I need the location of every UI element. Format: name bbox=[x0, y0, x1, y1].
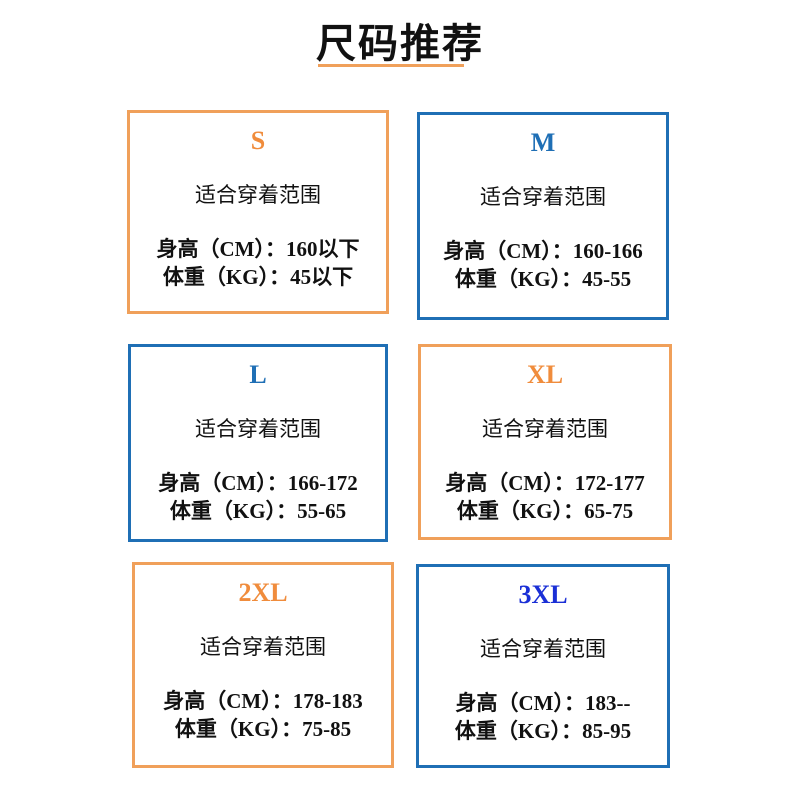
height-range: 身高（CM）：183-- bbox=[455, 691, 631, 715]
size-card-3xl: 3XL 适合穿着范围 身高（CM）：183-- 体重（KG）：85-95 bbox=[416, 564, 670, 768]
size-name: S bbox=[250, 126, 266, 155]
fit-range-caption: 适合穿着范围 bbox=[480, 637, 606, 661]
size-card-l: L 适合穿着范围 身高（CM）：166-172 体重（KG）：55-65 bbox=[128, 344, 388, 542]
weight-range: 体重（KG）：55-65 bbox=[169, 499, 347, 523]
height-range: 身高（CM）：178-183 bbox=[163, 689, 363, 713]
height-range: 身高（CM）：160-166 bbox=[443, 239, 643, 263]
fit-range-caption: 适合穿着范围 bbox=[195, 417, 321, 441]
height-range: 身高（CM）：166-172 bbox=[158, 471, 358, 495]
height-range: 身高（CM）：160以下 bbox=[156, 237, 360, 261]
fit-range-caption: 适合穿着范围 bbox=[200, 635, 326, 659]
size-card-2xl: 2XL 适合穿着范围 身高（CM）：178-183 体重（KG）：75-85 bbox=[132, 562, 394, 768]
size-card-xl: XL 适合穿着范围 身高（CM）：172-177 体重（KG）：65-75 bbox=[418, 344, 672, 540]
size-name: 3XL bbox=[518, 580, 568, 609]
size-name: L bbox=[249, 360, 267, 389]
size-card-s: S 适合穿着范围 身高（CM）：160以下 体重（KG）：45以下 bbox=[127, 110, 389, 314]
fit-range-caption: 适合穿着范围 bbox=[480, 185, 606, 209]
size-name: XL bbox=[526, 360, 564, 389]
size-name: 2XL bbox=[238, 578, 288, 607]
weight-range: 体重（KG）：85-95 bbox=[454, 719, 632, 743]
weight-range: 体重（KG）：75-85 bbox=[174, 717, 352, 741]
page-title: 尺码推荐 bbox=[316, 21, 484, 67]
size-name: M bbox=[530, 128, 556, 157]
fit-range-caption: 适合穿着范围 bbox=[482, 417, 608, 441]
weight-range: 体重（KG）：45以下 bbox=[162, 265, 354, 289]
weight-range: 体重（KG）：65-75 bbox=[456, 499, 634, 523]
weight-range: 体重（KG）：45-55 bbox=[454, 267, 632, 291]
size-card-m: M 适合穿着范围 身高（CM）：160-166 体重（KG）：45-55 bbox=[417, 112, 669, 320]
title-underline bbox=[318, 64, 464, 67]
fit-range-caption: 适合穿着范围 bbox=[195, 183, 321, 207]
height-range: 身高（CM）：172-177 bbox=[445, 471, 645, 495]
